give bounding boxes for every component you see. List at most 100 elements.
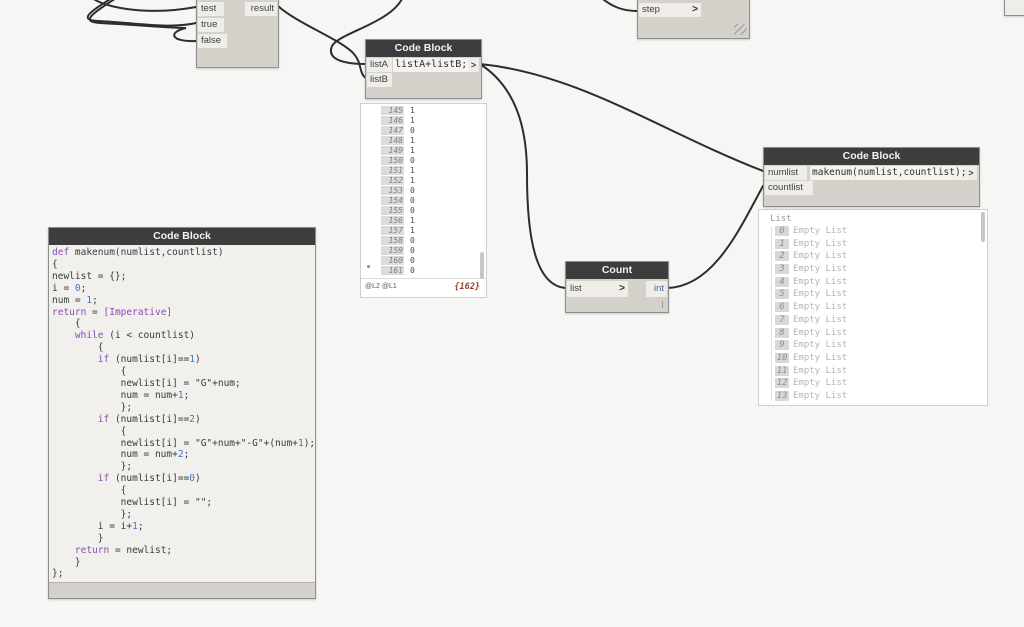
output-port[interactable]: >	[468, 58, 479, 72]
code-line: if (numlist[i]==0)	[97, 473, 201, 485]
code-line: while (i < countlist)	[74, 330, 196, 342]
count-node[interactable]: Count list > int	[565, 261, 669, 313]
code-line: };	[52, 568, 64, 580]
wire-concat-to-count[interactable]	[479, 63, 566, 289]
list-item-index: 7	[775, 314, 789, 325]
list-item: 10 Empty List	[759, 352, 981, 366]
code-line: newlist = {};	[52, 270, 127, 282]
watch-row-index: 159	[381, 246, 404, 255]
watch-row-index: 161	[381, 266, 404, 275]
watch-row-value: 1	[410, 136, 415, 145]
step-node[interactable]: step >	[637, 0, 750, 39]
wire-to-step[interactable]	[597, 0, 639, 12]
code-text[interactable]: makenum(numlist,countlist);	[810, 166, 966, 180]
code-line: i = i+1;	[52, 520, 144, 532]
input-port-numlist[interactable]: numlist	[765, 166, 807, 180]
input-port-listA[interactable]: listA	[367, 58, 392, 72]
list-item-label: Empty List	[793, 302, 848, 313]
list-item-index: 4	[775, 276, 789, 287]
node-header[interactable]: Count	[566, 262, 668, 279]
list-item-index: 10	[775, 352, 789, 363]
list-marker-dot	[367, 265, 370, 268]
resize-grip-icon[interactable]	[662, 301, 663, 308]
input-port-countlist[interactable]: countlist	[765, 181, 813, 195]
code-line: {	[52, 258, 58, 270]
chevron-right-icon: >	[692, 4, 698, 15]
watch-row-index: 160	[381, 256, 404, 265]
list-item-index: 8	[775, 327, 789, 338]
list-item-label: Empty List	[793, 238, 848, 249]
list-item-label: Empty List	[793, 289, 848, 300]
output-port[interactable]: >	[965, 166, 977, 180]
code-line: };	[52, 401, 133, 413]
node-header[interactable]: Code Block	[764, 148, 979, 165]
list-item-label: Empty List	[793, 352, 848, 363]
wire-to-test[interactable]	[88, 0, 197, 12]
branch-node[interactable]: test true false result	[196, 0, 279, 68]
code-block-node-concat[interactable]: Code Block listA listB listA+listB; >	[365, 39, 482, 99]
list-item-label: Empty List	[793, 378, 848, 389]
list-item-index: 2	[775, 251, 789, 262]
list-item-label: Empty List	[793, 276, 848, 287]
code-text[interactable]: listA+listB;	[393, 58, 469, 72]
wire-to-false[interactable]	[88, 0, 197, 43]
input-port-false[interactable]: false	[198, 34, 227, 48]
resize-grip-icon[interactable]	[734, 24, 747, 35]
code-line: };	[52, 461, 133, 473]
code-line: return = [Imperative]	[52, 306, 173, 318]
watch-row-value: 1	[410, 176, 415, 185]
input-port-test[interactable]: test	[198, 2, 224, 16]
wire-to-true[interactable]	[86, 0, 197, 27]
code-block-node-makenum[interactable]: Code Block numlist countlist makenum(num…	[763, 147, 980, 207]
scrollbar-thumb[interactable]	[981, 212, 985, 242]
wire-concat-to-numlist[interactable]	[479, 63, 764, 172]
node-header[interactable]: Code Block	[366, 40, 481, 57]
wire-result-to-listB[interactable]	[277, 5, 367, 79]
code-editor-area[interactable]: def makenum(numlist,countlist){newlist =…	[49, 245, 315, 583]
node-header[interactable]: Code Block	[49, 228, 315, 245]
watch-row-value: 1	[410, 106, 415, 115]
watch-row-value: 1	[410, 146, 415, 155]
lacing-levels-label[interactable]: @L2 @L1	[365, 283, 397, 290]
output-port-result[interactable]: result	[245, 2, 277, 16]
watch-row-index: 158	[381, 236, 404, 245]
wire-int-to-countlist[interactable]	[666, 185, 764, 289]
code-line: num = 1;	[52, 294, 98, 306]
list-item-index: 6	[775, 302, 789, 313]
input-port-step[interactable]: step >	[639, 3, 701, 17]
node-fragment[interactable]	[1004, 0, 1024, 16]
list-item-index: 12	[775, 378, 789, 389]
list-item: 12 Empty List	[759, 378, 981, 391]
list-item-index: 11	[775, 365, 789, 376]
input-port-true[interactable]: true	[198, 18, 224, 32]
input-port-listB[interactable]: listB	[367, 73, 392, 87]
output-port-int[interactable]: int	[646, 281, 667, 297]
wire-to-listA[interactable]	[329, 0, 404, 65]
code-line: {	[52, 366, 127, 378]
code-line: {	[52, 425, 127, 437]
watch-row-index: 145	[381, 106, 404, 115]
scrollbar-thumb[interactable]	[480, 252, 484, 279]
code-line: newlist[i] = "G"+num+"-G"+(num+1);	[52, 437, 315, 449]
code-line: def makenum(numlist,countlist)	[52, 247, 224, 258]
code-block-node-definition[interactable]: Code Block def makenum(numlist,countlist…	[48, 227, 316, 599]
watch-row-index: 154	[381, 196, 404, 205]
input-port-list[interactable]: list >	[567, 281, 628, 297]
code-line: {	[52, 342, 104, 354]
